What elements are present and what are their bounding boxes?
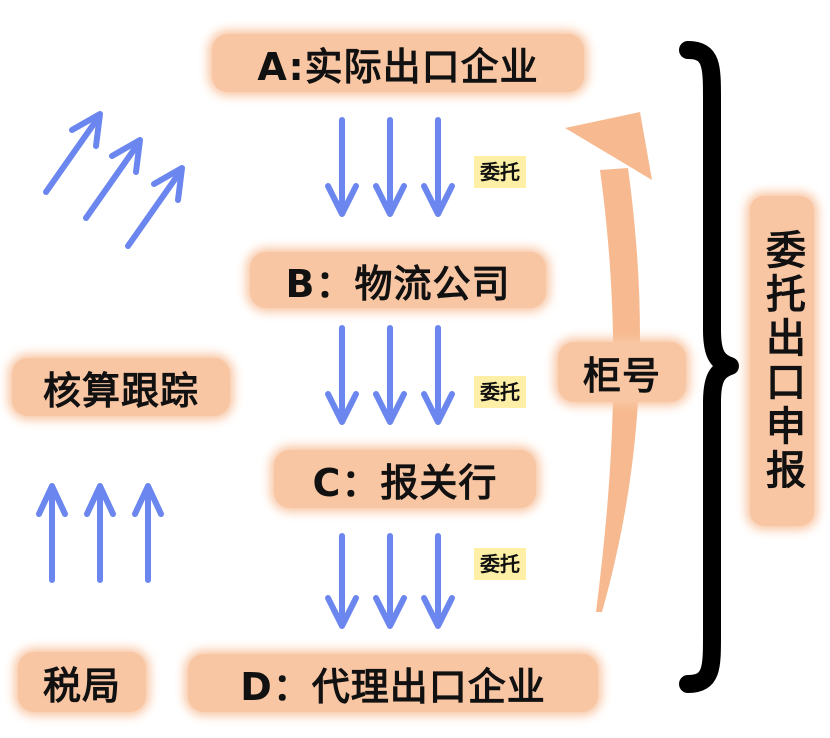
arrow-down-icon [325,325,359,425]
arrow-up-icon [132,483,164,583]
arrow-down-icon [421,117,455,217]
arrow-down-icon [421,325,455,425]
arrow-down-icon [325,533,359,629]
node-d-agent-exporter: D：代理出口企业 [188,654,598,712]
arrow-up-right-icon [43,111,103,195]
arrow-down-icon [373,117,407,217]
tag-delegate-cd: 委托 [474,548,526,580]
node-b-logistics-company: B：物流公司 [250,252,546,308]
node-a-actual-exporter: A:实际出口企业 [212,34,584,92]
tag-delegate-ab: 委托 [474,156,526,188]
arrow-down-icon [373,325,407,425]
label-audit-tracking: 核算跟踪 [12,358,230,416]
label-container-number: 柜号 [558,342,686,402]
arrow-down-icon [373,533,407,629]
arrow-up-right-icon [125,165,185,249]
right-brace-icon [679,41,739,693]
arrow-up-right-icon [83,137,143,221]
arrow-down-icon [325,117,359,217]
arrow-up-icon [36,483,68,583]
tag-delegate-bc: 委托 [474,376,526,408]
arrow-up-icon [84,483,116,583]
label-delegated-export-declaration: 委托出口申报 [750,196,814,526]
arrow-down-icon [421,533,455,629]
label-tax-bureau: 税局 [18,652,146,712]
node-c-customs-broker: C：报关行 [274,450,536,508]
